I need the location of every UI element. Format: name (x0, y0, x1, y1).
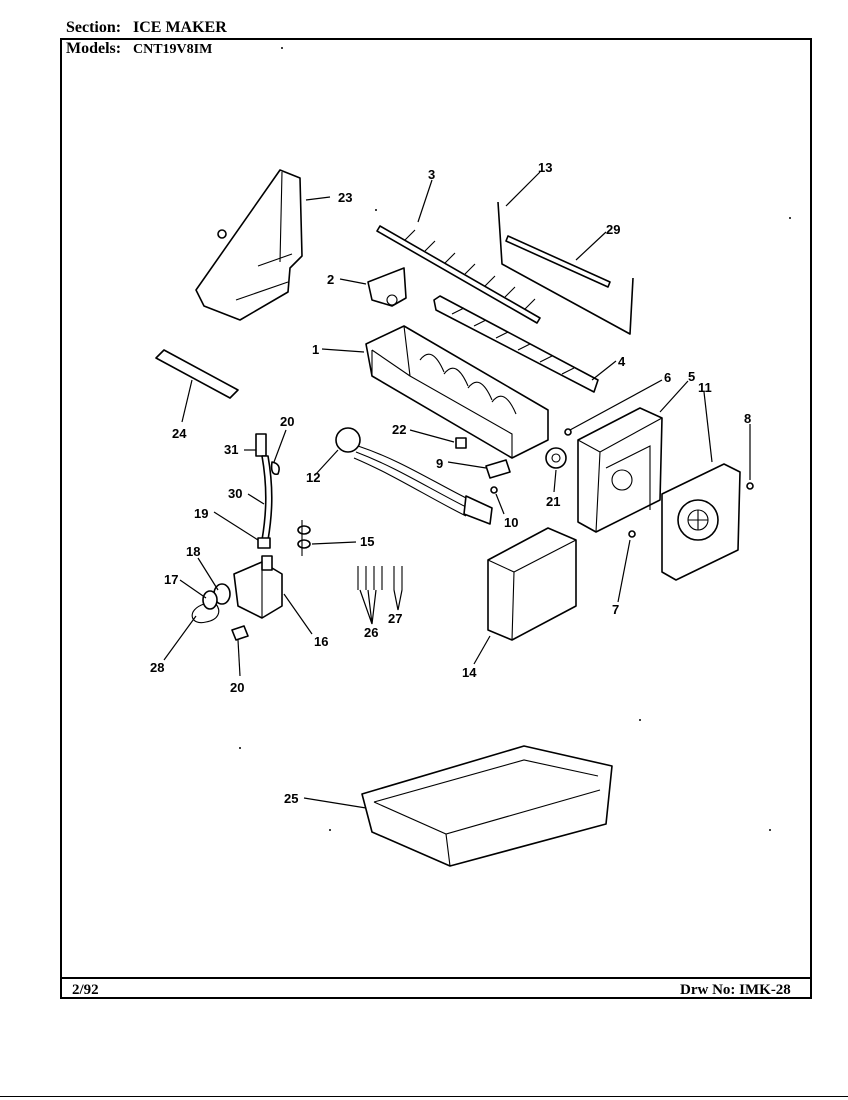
part-11-motor (661, 463, 741, 581)
callout-20-lower: 20 (230, 680, 244, 695)
callout-2: 2 (327, 272, 334, 287)
callout-22: 22 (392, 422, 406, 437)
callout-4: 4 (618, 354, 626, 369)
callout-14: 14 (462, 665, 477, 680)
part-22-clip (455, 437, 467, 449)
part-28-water-line (191, 603, 220, 624)
part-2-cam (367, 267, 407, 307)
part-9-bracket (485, 459, 511, 479)
part-10-screw (490, 486, 498, 494)
callout-12: 12 (306, 470, 320, 485)
callout-20-upper: 20 (280, 414, 294, 429)
callout-27: 27 (388, 611, 402, 626)
section-label: Section: (66, 19, 122, 36)
callout-7: 7 (612, 602, 619, 617)
part-25-ice-bin (361, 745, 613, 867)
part-23-side-cover (195, 169, 303, 321)
part-1-mold (365, 325, 549, 459)
part-26-screws (357, 566, 383, 590)
callout-26: 26 (364, 625, 378, 640)
section-value: ICE MAKER (133, 19, 227, 36)
scan-specks (239, 47, 791, 831)
drawing-frame (60, 38, 812, 999)
callout-9: 9 (436, 456, 443, 471)
part-8-screw (746, 482, 754, 490)
callout-labels: 23 3 13 29 2 1 4 6 5 11 8 22 9 10 21 12 … (150, 160, 751, 806)
callout-23: 23 (338, 190, 352, 205)
part-17-valve-nut (202, 590, 218, 610)
part-20-clamp-upper (270, 461, 280, 476)
callout-28: 28 (150, 660, 164, 675)
part-31-fitting (255, 433, 267, 457)
part-12-wiring-harness (335, 427, 493, 525)
part-20-clamp-lower (231, 625, 249, 641)
callout-13: 13 (538, 160, 552, 175)
callout-11: 11 (698, 380, 712, 395)
part-30-fill-tube (261, 455, 273, 541)
models-value: CNT19V8IM (133, 42, 213, 57)
callout-3: 3 (428, 167, 435, 182)
leader-lines (163, 171, 751, 809)
callout-18: 18 (186, 544, 200, 559)
part-4-stripper (433, 295, 599, 393)
part-15-grommet (297, 520, 311, 556)
callout-31: 31 (224, 442, 238, 457)
callout-17: 17 (164, 572, 178, 587)
callout-25: 25 (284, 791, 298, 806)
footer-drawing-number: Drw No: IMK-28 (680, 982, 791, 998)
callout-21: 21 (546, 494, 560, 509)
footer-date: 2/92 (72, 982, 99, 998)
models-label: Models: (66, 40, 122, 57)
part-16-water-valve (233, 555, 283, 619)
part-24-rod (155, 349, 239, 399)
callout-30: 30 (228, 486, 242, 501)
page-bottom-rule (0, 1096, 848, 1097)
part-19-nut (257, 537, 271, 549)
part-14-cover (487, 527, 577, 641)
part-29-shutoff-rod (505, 235, 611, 288)
callout-6: 6 (664, 370, 671, 385)
callout-5: 5 (688, 369, 695, 384)
part-5-housing (577, 407, 663, 533)
part-3-ejector (376, 225, 541, 324)
part-21-gear (545, 447, 567, 469)
part-7-screw (628, 530, 636, 538)
callout-19: 19 (194, 506, 208, 521)
callout-8: 8 (744, 411, 751, 426)
callout-1: 1 (312, 342, 319, 357)
callout-10: 10 (504, 515, 518, 530)
footer-divider (60, 977, 812, 979)
callout-15: 15 (360, 534, 374, 549)
part-27-screws (393, 566, 403, 590)
callout-29: 29 (606, 222, 620, 237)
callout-24: 24 (172, 426, 187, 441)
part-6-screw (564, 428, 572, 436)
callout-16: 16 (314, 634, 328, 649)
